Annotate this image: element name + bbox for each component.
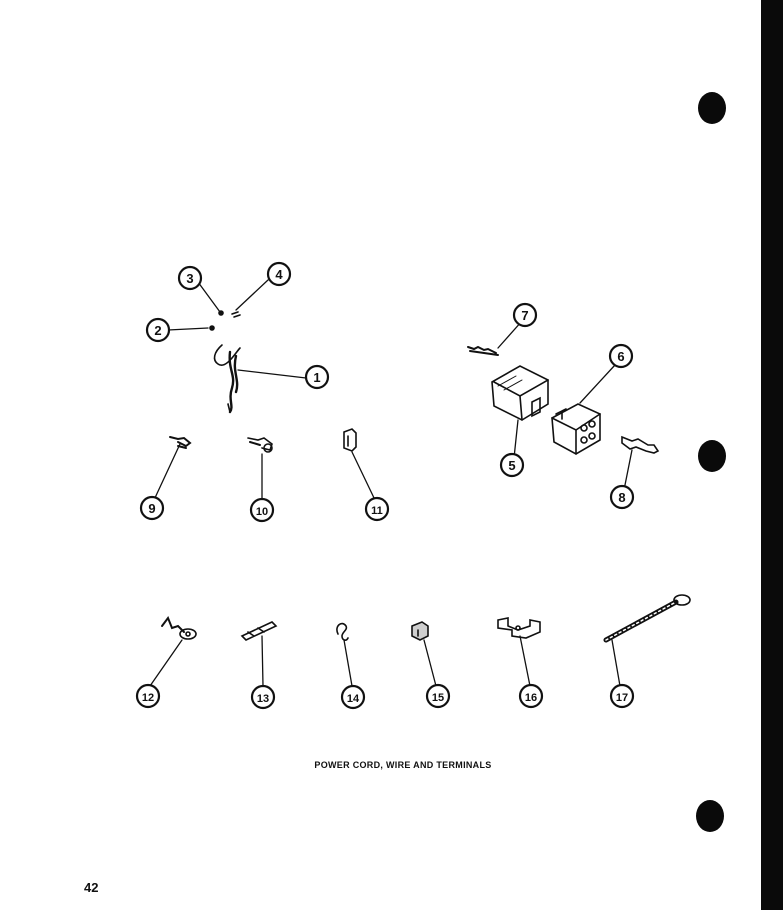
callout-14 [340, 684, 366, 710]
callout-7-label: 7 [521, 308, 528, 323]
pin-terminal-part [467, 345, 499, 356]
terminal-11-part [343, 428, 357, 452]
callout-15 [425, 683, 451, 709]
callout-12 [135, 683, 161, 709]
ring-terminal-part [161, 615, 197, 640]
socket-terminal-part [621, 435, 660, 454]
page-number: 42 [84, 880, 99, 895]
callout-17-label: 17 [616, 692, 628, 704]
receptacle-part [551, 403, 601, 455]
cable-tie-part [603, 594, 691, 643]
callout-11 [364, 496, 390, 522]
callout-8-label: 8 [618, 490, 625, 505]
callout-14-label: 14 [347, 693, 360, 705]
callout-2 [145, 317, 171, 343]
punch-hole-top [698, 92, 726, 124]
callout-16 [518, 683, 544, 709]
callout-13-label: 13 [257, 693, 269, 705]
callout-13 [250, 684, 276, 710]
terminal-9-part [169, 436, 192, 449]
callout-5-label: 5 [508, 458, 515, 473]
binding-edge [761, 0, 783, 910]
connector-15-part [411, 621, 429, 641]
callout-11-label: 11 [371, 505, 383, 517]
callout-10 [249, 497, 275, 523]
punch-hole-middle [698, 440, 726, 472]
splice-part [240, 621, 278, 641]
callout-1-label: 1 [313, 370, 320, 385]
callout-2-label: 2 [154, 323, 161, 338]
callout-12-label: 12 [142, 692, 154, 704]
callout-16-label: 16 [525, 692, 537, 704]
callout-3 [177, 265, 203, 291]
callout-10-label: 10 [256, 506, 268, 518]
callout-6 [608, 343, 634, 369]
clip-part [336, 622, 349, 641]
callout-7 [512, 302, 538, 328]
callout-5 [499, 452, 525, 478]
callout-15-label: 15 [432, 692, 444, 704]
bracket-part [497, 617, 541, 639]
callout-6-label: 6 [617, 349, 624, 364]
callout-4 [266, 261, 292, 287]
callout-17 [609, 683, 635, 709]
leader-lines [149, 279, 633, 687]
callout-1 [304, 364, 330, 390]
punch-hole-bottom [696, 800, 724, 832]
callout-9 [139, 495, 165, 521]
power-cord-part [209, 310, 241, 414]
diagram-caption: POWER CORD, WIRE AND TERMINALS [314, 760, 492, 770]
callout-8 [609, 484, 635, 510]
callout-9-label: 9 [148, 501, 155, 516]
callout-3-label: 3 [186, 271, 193, 286]
connector-housing-part [491, 365, 549, 421]
terminal-10-part [247, 437, 273, 453]
callout-4-label: 4 [275, 267, 283, 282]
